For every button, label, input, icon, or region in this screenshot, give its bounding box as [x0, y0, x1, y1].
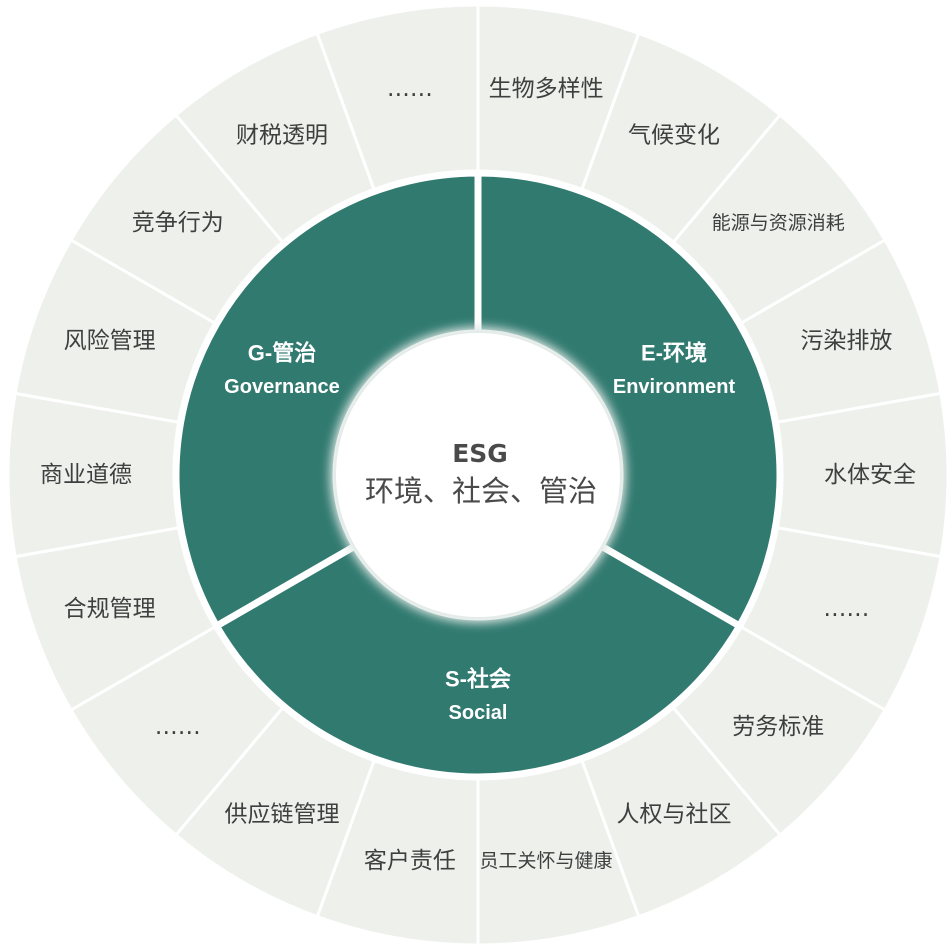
pillar-sublabel-governance: Governance: [224, 376, 340, 398]
outer-segment-label-14: 商业道德: [40, 462, 132, 488]
center-subtitle: 环境、社会、管治: [365, 474, 597, 508]
outer-segment-label-1: 生物多样性: [489, 76, 604, 102]
pillar-sublabel-social: Social: [449, 702, 508, 724]
outer-segment-label-13: 合规管理: [64, 596, 156, 622]
pillar-label-governance: G-管治: [248, 340, 316, 365]
center-title: ESG: [452, 439, 508, 468]
outer-segment-label-12: ……: [155, 714, 201, 740]
outer-segment-label-18: ……: [387, 76, 433, 102]
center-circle: [336, 333, 620, 617]
outer-segment-label-17: 财税透明: [236, 123, 328, 149]
outer-segment-label-2: 气候变化: [628, 123, 720, 149]
outer-segment-label-8: 人权与社区: [617, 801, 732, 827]
pillar-label-environment: E-环境: [641, 340, 707, 365]
pillar-label-social: S-社会: [445, 667, 511, 692]
pillar-ring: [172, 169, 784, 781]
outer-segment-label-16: 竞争行为: [132, 210, 224, 236]
outer-segment-label-11: 供应链管理: [225, 801, 340, 827]
outer-segment-label-3: 能源与资源消耗: [712, 212, 845, 234]
outer-segment-label-7: 劳务标准: [732, 714, 824, 740]
outer-segment-label-4: 污染排放: [800, 328, 892, 354]
center-circle-group: ESG 环境、社会、管治: [330, 327, 626, 623]
outer-segment-label-9: 员工关怀与健康: [480, 850, 613, 872]
outer-segment-label-10: 客户责任: [364, 848, 456, 874]
outer-segment-label-6: ……: [823, 596, 869, 622]
pillar-sublabel-environment: Environment: [613, 376, 736, 398]
outer-segment-label-15: 风险管理: [64, 328, 156, 354]
outer-segment-label-5: 水体安全: [824, 462, 916, 488]
